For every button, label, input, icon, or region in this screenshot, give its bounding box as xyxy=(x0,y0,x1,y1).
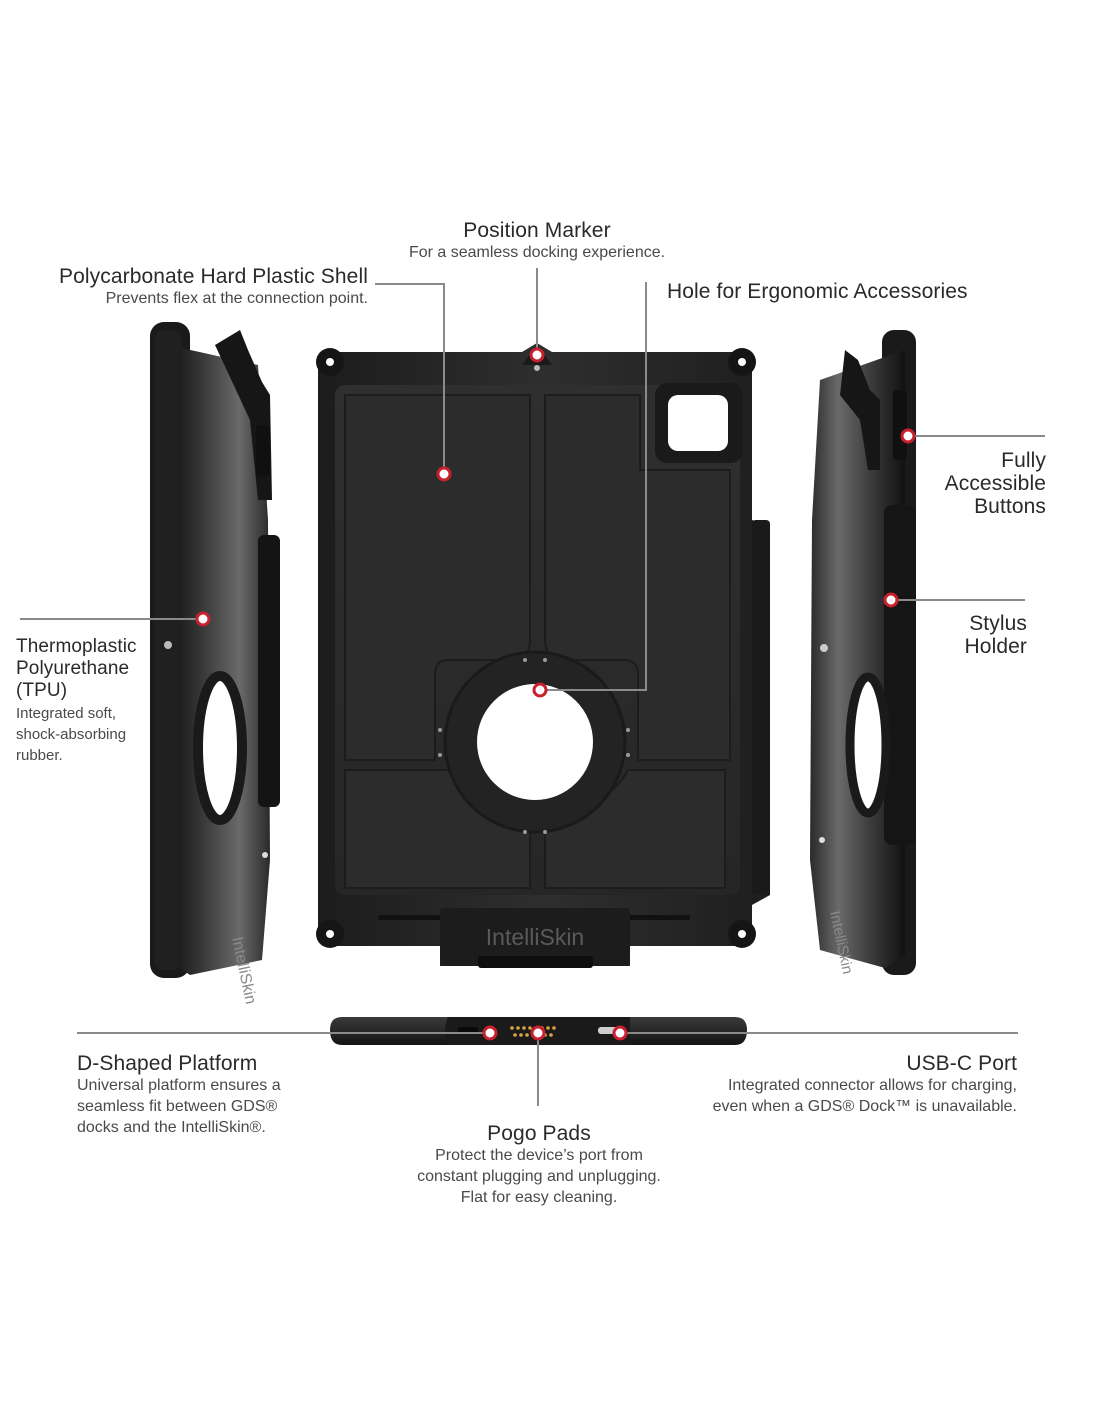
leader-lines xyxy=(20,268,1045,1106)
callout-title-line: (TPU) xyxy=(16,680,68,701)
callout-desc-line: seamless fit between GDS® xyxy=(77,1098,278,1115)
callout-dot-usbc xyxy=(612,1025,628,1041)
callout-d-platform: D-Shaped Platform Universal platform ens… xyxy=(77,1052,377,1138)
callout-dots xyxy=(195,347,916,1041)
intelliskin-logo-front: IntelliSkin xyxy=(486,924,584,950)
callout-position-marker: Position Marker For a seamless docking e… xyxy=(380,219,694,263)
callout-usbc: USB-C Port Integrated connector allows f… xyxy=(660,1052,1017,1117)
callout-dot-buttons xyxy=(900,428,916,444)
callout-desc-line: Integrated connector allows for charging… xyxy=(727,1077,1017,1094)
case-right-side-view: IntelliSkin xyxy=(810,330,916,976)
callout-dot-pogo xyxy=(530,1025,546,1041)
callout-desc-line: docks and the IntelliSkin®. xyxy=(77,1119,266,1136)
callout-title-line: Polyurethane xyxy=(16,658,130,679)
leader-hard-shell xyxy=(375,283,445,474)
callout-buttons: Fully Accessible Buttons xyxy=(880,449,1046,518)
callout-title-line: Holder xyxy=(964,635,1027,658)
callout-title: Hole for Ergonomic Accessories xyxy=(667,280,968,303)
callout-hard-shell: Polycarbonate Hard Plastic Shell Prevent… xyxy=(10,265,368,309)
callout-desc-line: Flat for easy cleaning. xyxy=(460,1189,618,1206)
callout-title-line: Stylus xyxy=(969,612,1027,635)
case-front-view: IntelliSkin xyxy=(316,343,770,968)
callout-title-line: Accessible xyxy=(944,472,1046,495)
callout-desc-line: constant plugging and unplugging. xyxy=(417,1168,661,1185)
callout-hole-accessories: Hole for Ergonomic Accessories xyxy=(667,280,1087,303)
callout-title-line: Buttons xyxy=(974,495,1046,518)
callout-dot-d-platform xyxy=(482,1025,498,1041)
callout-desc: For a seamless docking experience. xyxy=(408,244,666,261)
callout-desc-line: rubber. xyxy=(16,747,63,764)
callout-title-line: Thermoplastic xyxy=(16,636,137,657)
callout-tpu: Thermoplastic Polyurethane (TPU) Integra… xyxy=(16,636,176,766)
callout-dot-hard-shell xyxy=(436,466,452,482)
callout-desc-line: even when a GDS® Dock™ is unavailable. xyxy=(712,1098,1017,1115)
callout-desc-line: Integrated soft, xyxy=(16,705,117,722)
brand-mark-front: IntelliSkin xyxy=(486,924,584,950)
case-left-side-view: IntelliSkin xyxy=(150,322,280,1006)
callout-desc-line: shock-absorbing xyxy=(16,726,127,743)
callout-pogo: Pogo Pads Protect the device’s port from… xyxy=(368,1122,710,1208)
callout-title: Pogo Pads xyxy=(487,1122,591,1145)
callout-desc: Prevents flex at the connection point. xyxy=(105,290,368,307)
callout-dot-stylus xyxy=(883,592,899,608)
callout-title: Polycarbonate Hard Plastic Shell xyxy=(58,265,368,288)
callout-title: USB-C Port xyxy=(906,1052,1017,1075)
callout-desc-line: Universal platform ensures a xyxy=(77,1077,281,1094)
callout-dot-position-marker xyxy=(529,347,545,363)
callout-title: D-Shaped Platform xyxy=(77,1052,258,1075)
callout-dot-hole-accessories xyxy=(532,682,548,698)
callout-stylus: Stylus Holder xyxy=(880,612,1027,658)
callout-title-line: Fully xyxy=(1001,449,1046,472)
callout-desc-line: Protect the device’s port from xyxy=(435,1147,643,1164)
callout-title: Position Marker xyxy=(463,219,611,242)
leader-hole-accessories xyxy=(540,282,647,691)
callout-dot-tpu xyxy=(195,611,211,627)
